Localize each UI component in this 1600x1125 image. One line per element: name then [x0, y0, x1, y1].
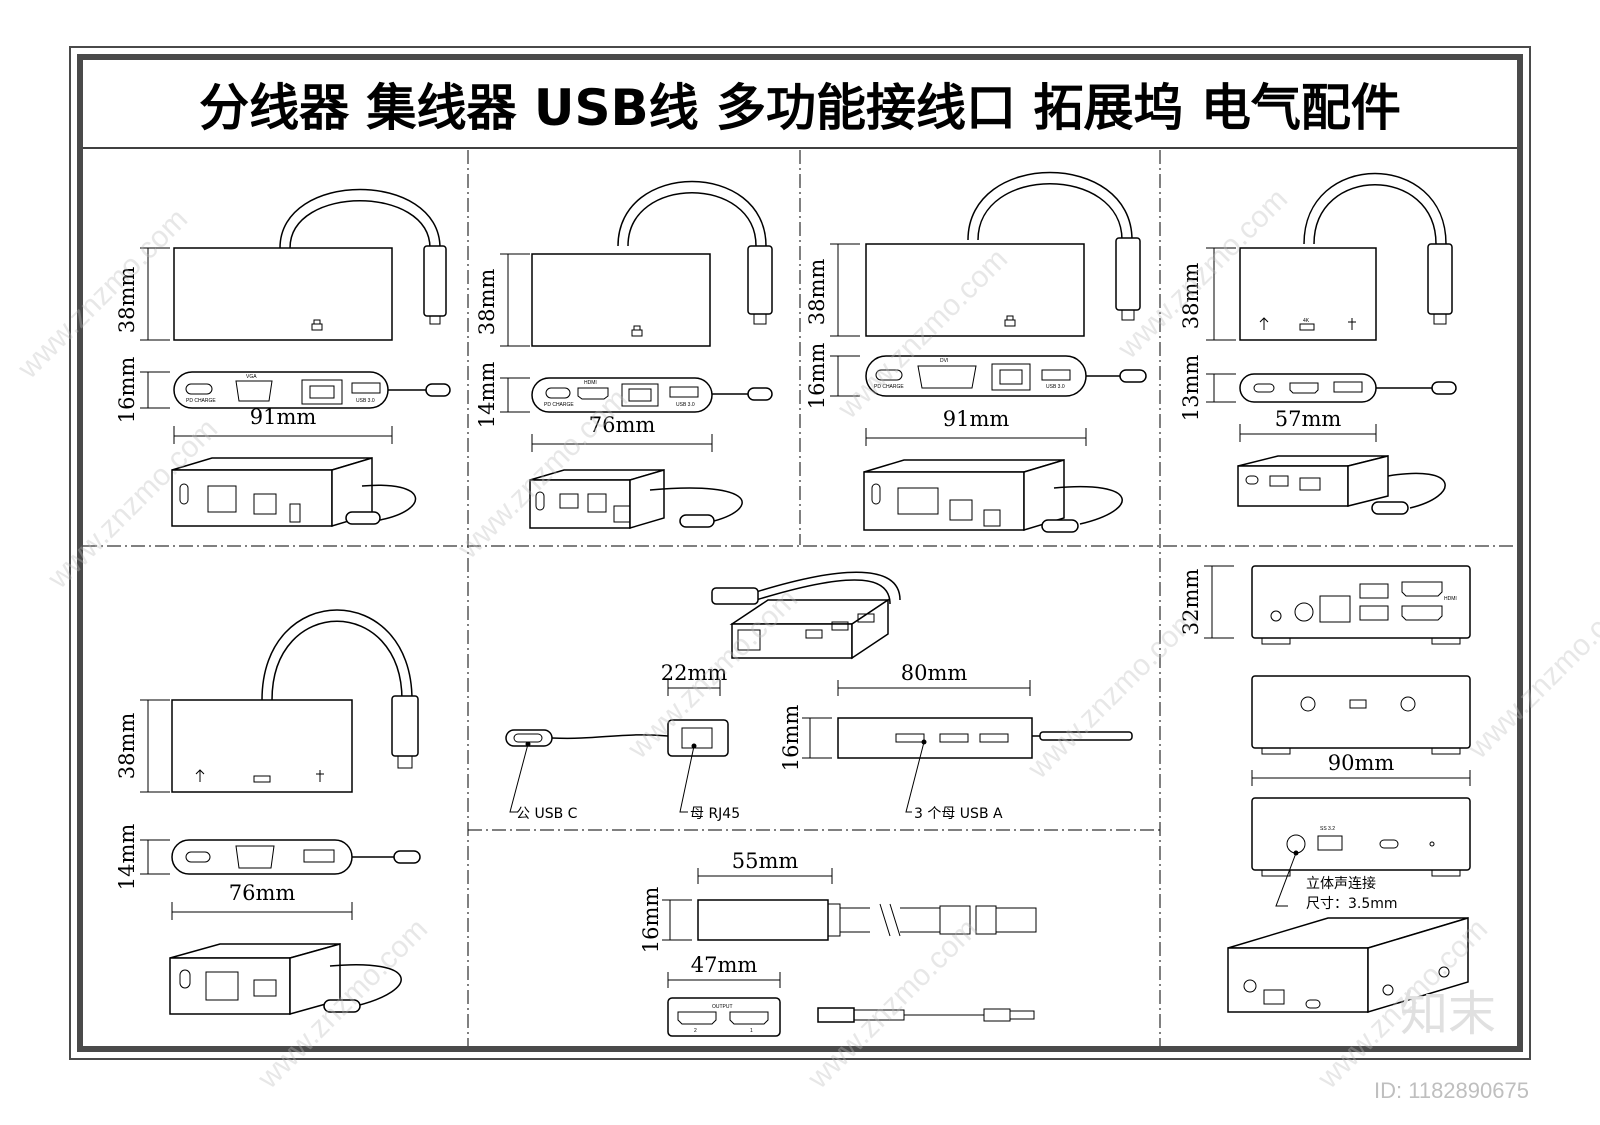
hdmi-port-icon — [1289, 382, 1319, 394]
panel-4k-adapter: 4K 38mm 13mm 57mm — [1179, 172, 1457, 515]
dim-height: 32mm — [1179, 569, 1203, 636]
adapter-front-view — [171, 839, 353, 875]
adapter-top-view — [865, 243, 1085, 337]
dim-height: 38mm — [115, 713, 139, 780]
adapter-iso-view — [171, 469, 333, 527]
svg-text:www.znzmo.com: www.znzmo.com — [1021, 602, 1204, 785]
corner-id: ID: 1182890675 — [1374, 1078, 1529, 1103]
dim-depth: 13mm — [1179, 355, 1203, 422]
dvi-port-icon — [917, 365, 977, 389]
cable-icon — [279, 188, 441, 249]
dim-width: 90mm — [1328, 751, 1395, 775]
audio-size: 尺寸：3.5mm — [1306, 896, 1398, 912]
vga-port-icon — [235, 380, 273, 402]
vga-port-icon — [235, 845, 275, 869]
usb-c-plug-icon — [423, 245, 447, 317]
dock-front-view — [1251, 797, 1471, 871]
dim-depth: 16mm — [639, 887, 663, 954]
usb-c-plug-icon — [1115, 237, 1141, 311]
svg-text:USB 3.0: USB 3.0 — [356, 398, 375, 404]
rj45-port-icon — [1319, 595, 1351, 623]
dim-width: 91mm — [250, 405, 317, 429]
callout-rj45: 母 RJ45 — [690, 806, 740, 822]
leader-rj45 — [679, 745, 695, 813]
dim-width: 57mm — [1275, 407, 1342, 431]
svg-text:USB 3.0: USB 3.0 — [1046, 384, 1065, 390]
adapter-top-view — [171, 699, 353, 793]
rj45-connector-icon — [667, 719, 729, 757]
svg-text:PD CHARGE: PD CHARGE — [874, 384, 904, 390]
panel-hdmi-splitter: 55mm 16mm 47mm OUTPUT 2 1 — [639, 849, 1037, 1037]
dim-rj45-length: 22mm — [661, 661, 728, 685]
hub-side-view — [837, 717, 1033, 759]
dock-back-view — [1251, 565, 1471, 639]
usb-a-port-icon — [351, 382, 381, 394]
svg-text:www.znzmo.com: www.znzmo.com — [11, 202, 194, 385]
audio-label: 立体声连接 — [1306, 875, 1376, 892]
callout-usba: 3 个母 USB A — [914, 806, 1003, 822]
rj45-port-icon — [991, 363, 1031, 391]
panel-vga-adapter: 38mm PD CHARGE VGA USB 3.0 16mm 91mm — [115, 188, 451, 528]
svg-text:VGA: VGA — [246, 374, 257, 380]
dim-height: 38mm — [475, 269, 499, 336]
leader-usbc — [509, 743, 529, 813]
svg-text:HDMI: HDMI — [1444, 596, 1457, 602]
dim-height: 38mm — [1179, 263, 1203, 330]
callout-usbc: 公 USB C — [516, 806, 578, 822]
svg-text:DVI: DVI — [940, 358, 948, 364]
adapter-iso-view — [169, 957, 291, 1015]
panel-vga-adapter-small: 38mm 14mm 76mm — [115, 609, 421, 1015]
svg-text:HDMI: HDMI — [584, 380, 597, 386]
corner-logo: 知末 — [1400, 986, 1496, 1042]
dim-depth: 16mm — [805, 343, 829, 410]
inner-frame — [77, 54, 1523, 1052]
panel-dvi-adapter: 38mm PD CHARGE DVI USB 3.0 16mm 91mm — [805, 171, 1147, 533]
outer-frame — [69, 46, 1531, 1060]
adapter-iso-view — [1237, 465, 1349, 507]
splitter-body — [697, 899, 829, 941]
svg-text:PD CHARGE: PD CHARGE — [544, 402, 574, 408]
dim-height: 38mm — [115, 267, 139, 334]
adapter-front-view — [1239, 373, 1377, 403]
dim-width: 76mm — [229, 881, 296, 905]
adapter-top-view — [1239, 247, 1377, 341]
dim-depth: 16mm — [115, 357, 139, 424]
dim-width: 76mm — [589, 413, 656, 437]
svg-text:SS 3.2: SS 3.2 — [1320, 826, 1335, 832]
dim-hub-length: 80mm — [901, 661, 968, 685]
usb-c-port-icon — [185, 383, 213, 395]
svg-text:PD CHARGE: PD CHARGE — [186, 398, 216, 404]
dim-length-a: 55mm — [732, 849, 799, 873]
usb-c-plug-icon — [747, 245, 773, 315]
leader-usba — [905, 741, 925, 813]
dim-height: 38mm — [805, 259, 829, 326]
dim-length-b: 47mm — [691, 953, 758, 977]
usb-c-plug-icon — [711, 587, 759, 605]
dock-side-view — [1251, 675, 1471, 749]
dim-width: 91mm — [943, 407, 1010, 431]
svg-text:OUTPUT: OUTPUT — [712, 1004, 733, 1010]
usb-c-plug-icon — [391, 695, 419, 757]
panel-usb-hub: 22mm 80mm 16mm 公 USB C 母 RJ45 3 个母 USB A — [505, 571, 1133, 822]
rj45-port-icon — [301, 379, 343, 405]
adapter-top-view — [173, 247, 393, 341]
dim-depth: 16mm — [779, 705, 803, 772]
page-title: 分线器 集线器 USB线 多功能接线口 拓展坞 电气配件 — [199, 79, 1401, 137]
section-dividers — [83, 150, 1517, 1046]
dim-depth: 14mm — [115, 824, 139, 891]
usb-c-plug-icon — [1427, 243, 1453, 315]
splitter-output-face — [667, 997, 781, 1037]
adapter-top-view — [531, 253, 711, 347]
panel-mini-dock: HDMI 32mm 90mm SS 3.2 立体声连接 尺寸：3.5mm — [1179, 565, 1471, 1014]
panel-hdmi-adapter: 38mm PD CHARGE HDMI USB 3.0 14mm 76mm — [475, 180, 773, 530]
dim-depth: 14mm — [475, 362, 499, 429]
svg-text:USB 3.0: USB 3.0 — [676, 402, 695, 408]
rj45-port-icon — [621, 383, 659, 407]
svg-text:2: 2 — [694, 1028, 697, 1034]
svg-text:4K: 4K — [1303, 318, 1310, 324]
hdmi-port-icon — [577, 387, 609, 400]
svg-text:1: 1 — [750, 1028, 753, 1034]
